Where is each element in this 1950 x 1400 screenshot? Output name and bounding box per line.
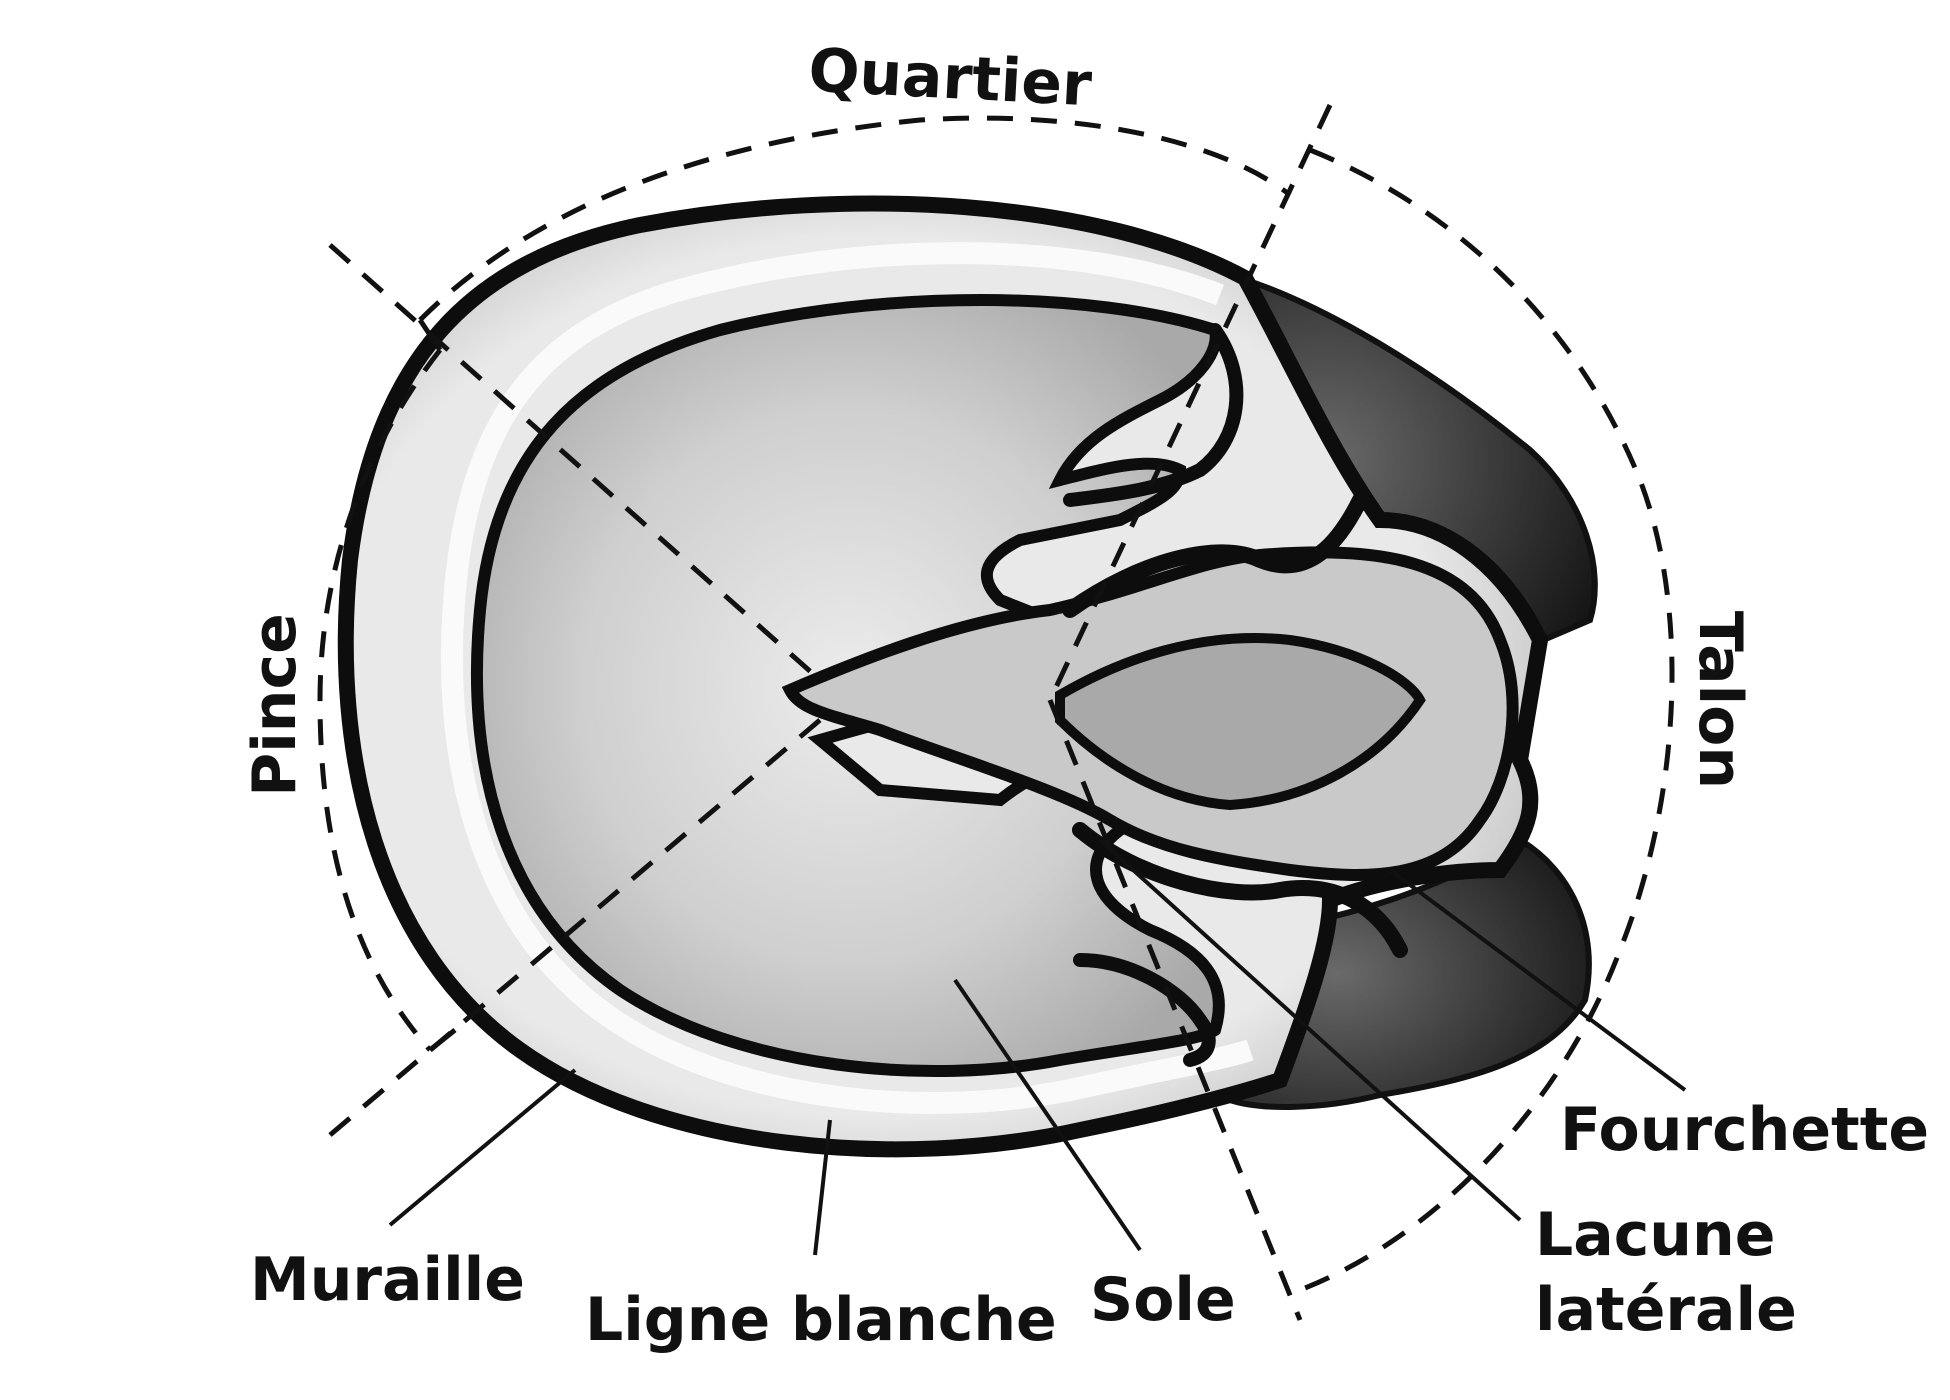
bar-upper xyxy=(1063,323,1244,507)
divider-heel xyxy=(1047,103,1333,702)
label-ligne-blanche: Ligne blanche xyxy=(585,1285,1057,1355)
leader-lacune xyxy=(1098,838,1522,1222)
talon-arc xyxy=(1299,147,1675,1293)
leader-muraille xyxy=(388,1068,577,1227)
quartier-arc xyxy=(418,115,1292,322)
label-quartier: Quartier xyxy=(807,36,1094,121)
lateral-groove-upper xyxy=(1062,492,1368,618)
divider-heel-lower xyxy=(1047,699,1303,1321)
divider-diagonal-lower xyxy=(328,718,822,1137)
label-lacune-line1: Lacune xyxy=(1535,1200,1775,1270)
label-lacune-line2: latérale xyxy=(1535,1275,1797,1345)
divider-diagonal-upper xyxy=(328,243,822,682)
leader-sole xyxy=(953,978,1142,1252)
bar-lower xyxy=(1073,953,1216,1067)
label-fourchette: Fourchette xyxy=(1560,1095,1929,1165)
label-pince: Pince xyxy=(240,613,310,797)
label-talon: Talon xyxy=(1685,611,1755,789)
white-line xyxy=(440,242,1254,1114)
lateral-groove-lower xyxy=(1072,822,1408,958)
frog-central-groove xyxy=(1055,633,1426,811)
leader-ligne-blanche xyxy=(813,1119,832,1256)
pince-arc xyxy=(317,348,442,1052)
label-muraille: Muraille xyxy=(250,1245,525,1315)
leader-fourchette xyxy=(1388,868,1687,1092)
label-sole: Sole xyxy=(1090,1265,1236,1335)
